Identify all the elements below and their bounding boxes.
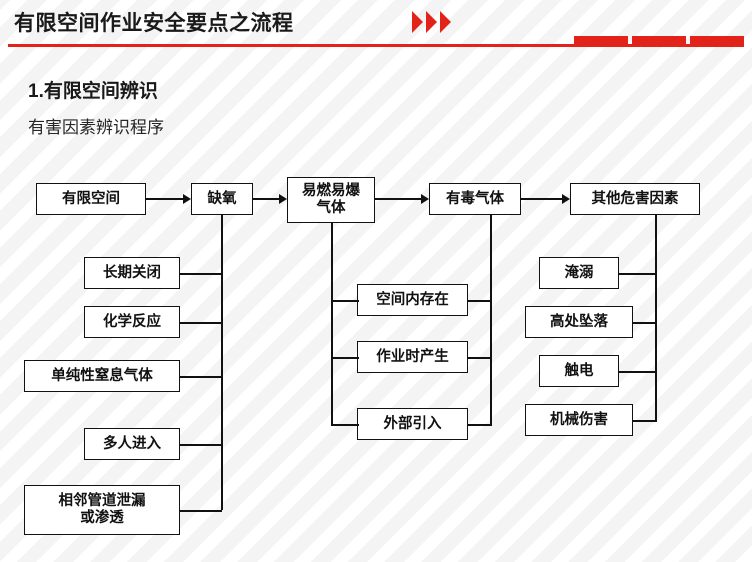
connector-branch-b-stub-3 [331,424,359,426]
flow-node-main-4: 有毒气体 [429,183,521,215]
connector-branch-c-stub-2 [633,322,657,324]
connector-branch-b-spine [331,223,333,424]
connector-branch-b-right-stub-3 [468,424,492,426]
flow-node-branch-c-3: 触电 [539,355,619,387]
header-divider [8,44,744,47]
flow-node-branch-a-4: 多人进入 [84,428,180,460]
connector-branch-b-right-stub-1 [468,300,492,302]
connector-branch-b-right-stub-2 [468,357,492,359]
connector-branch-c-spine [655,215,657,421]
flow-node-branch-a-3: 单纯性窒息气体 [24,360,180,392]
connector-branch-b-stub-1 [331,300,359,302]
connector-branch-a-stub-5 [180,510,222,512]
connector-main-3-4 [375,198,421,200]
arrow-main-4-5 [562,194,570,204]
connector-branch-b-right-spine [490,215,492,424]
flow-node-main-5: 其他危害因素 [570,183,700,215]
arrow-main-3-4 [421,194,429,204]
connector-main-4-5 [521,198,562,200]
header-accent-blocks [574,36,744,47]
flow-node-main-2: 缺氧 [191,183,253,215]
connector-branch-b-stub-2 [331,357,359,359]
flow-node-branch-b-3: 外部引入 [357,408,468,440]
section-title: 1.有限空间辨识 [28,81,158,102]
arrow-main-2-3 [279,194,287,204]
connector-main-1-2 [146,198,183,200]
flow-node-main-1: 有限空间 [36,183,146,215]
flow-node-branch-a-2: 化学反应 [84,306,180,338]
connector-branch-a-stub-3 [180,376,222,378]
flow-node-branch-c-2: 高处坠落 [525,306,633,338]
flow-node-branch-a-1: 长期关闭 [84,257,180,289]
connector-branch-c-stub-1 [619,273,657,275]
flow-node-branch-a-5: 相邻管道泄漏 或渗透 [24,485,180,535]
arrow-main-1-2 [183,194,191,204]
connector-branch-c-stub-3 [619,371,657,373]
double-chevron-right-icon [412,11,451,33]
connector-branch-a-spine [221,215,223,510]
flow-node-branch-c-4: 机械伤害 [525,404,633,436]
slide-header: 有限空间作业安全要点之流程 [0,0,752,48]
flow-node-branch-c-1: 淹溺 [539,257,619,289]
connector-branch-a-stub-2 [180,322,222,324]
flow-node-branch-b-1: 空间内存在 [357,284,468,316]
connector-branch-a-stub-1 [180,273,222,275]
connector-branch-a-stub-4 [180,444,222,446]
section-subtitle: 有害因素辨识程序 [28,118,164,137]
flow-node-main-3: 易燃易爆 气体 [287,177,375,223]
flow-node-branch-b-2: 作业时产生 [357,341,468,373]
page-title: 有限空间作业安全要点之流程 [14,12,294,35]
connector-main-2-3 [253,198,279,200]
connector-branch-c-stub-4 [633,420,657,422]
